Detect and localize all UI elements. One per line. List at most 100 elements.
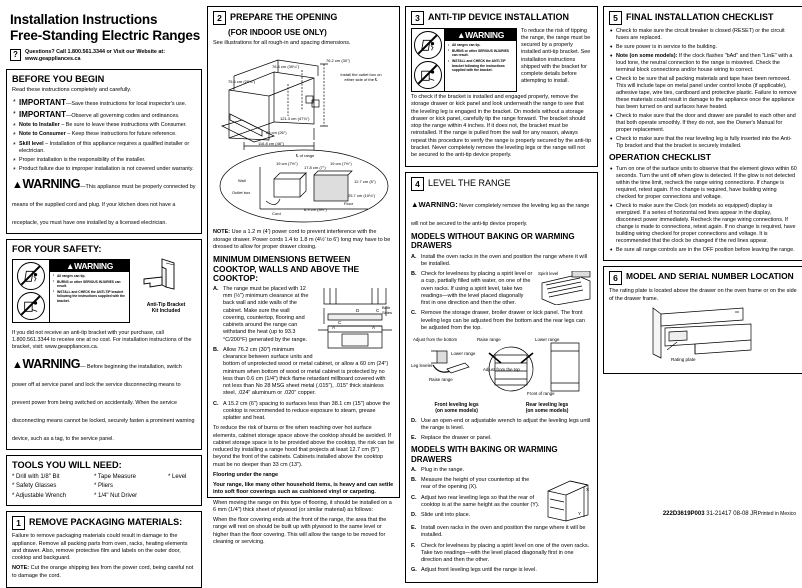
questions-website: www.geappliances.ca	[25, 56, 81, 63]
step-number: 2	[213, 11, 226, 25]
list-item: X Y B.Measure the height of your counter…	[411, 477, 592, 522]
step-title: PREPARE THE OPENING	[230, 12, 338, 22]
warning-text: — Before beginning the installation, swi…	[12, 363, 195, 442]
outlet-detail-diagram: ℄ of range Wall Outlet box Cord Floor 19…	[213, 149, 394, 228]
list-item: Check to make sure that the door and dra…	[609, 112, 797, 134]
centerline-label: ℄ of range	[295, 153, 315, 158]
before-you-begin-box: BEFORE YOU BEGIN Read these instructions…	[6, 69, 202, 234]
footer: 222D3619P003 31-21417 08-08 JRPrinted in…	[663, 511, 796, 517]
list-item: Turn on one of the surface units to obse…	[609, 165, 797, 201]
models-without-heading: MODELS WITHOUT BAKING OR WARMING DRAWERS	[411, 232, 575, 251]
step-4-box: 4 LEVEL THE RANGE ▲WARNING: Never comple…	[405, 172, 598, 583]
step-4-warning: ▲WARNING: Never completely remove the le…	[411, 194, 592, 230]
warning-word: WARNING	[22, 356, 81, 371]
rating-plate-label: Rating plate	[671, 357, 696, 362]
list-item: Check to make sure that the rear levelin…	[609, 135, 797, 150]
rough-in-diagram: 76.2 cm (30") 76.4 cm (30¼") 75.6 cm (29…	[213, 50, 394, 155]
burn-risk-text: To reduce the risk of burns or fire when…	[213, 425, 395, 468]
step-5-heading: 5 FINAL INSTALLATION CHECKLIST	[609, 11, 797, 25]
dim-2: 17.8 cm (7")	[304, 165, 326, 170]
before-you-begin-intro: Read these instructions completely and c…	[12, 87, 132, 94]
list-item: C.Remove the storage drawer, broiler dra…	[411, 310, 585, 331]
before-you-begin-list: IMPORTANT—Save these instructions for lo…	[12, 98, 196, 175]
list-item: Note to Installer – Be sure to leave the…	[12, 122, 196, 131]
anti-tip-intro-text: To reduce the risk of tipping the range,…	[521, 28, 591, 84]
columns-container: Installation Instructions Free-Standing …	[6, 6, 802, 588]
install-outlet-note: Install the outlet box on either side of…	[339, 72, 382, 83]
floor-label: Floor	[344, 201, 354, 206]
warning-triangle-icon: ▲	[12, 178, 23, 191]
list-item: Proper installation is the responsibilit…	[12, 157, 196, 166]
step-title: FINAL INSTALLATION CHECKLIST	[626, 12, 774, 22]
title-line-2: Free-Standing Electric Ranges	[10, 27, 201, 43]
final-checklist: Check to make sure the circuit breaker i…	[609, 27, 797, 150]
lower-range-label-2: Lower range	[535, 337, 560, 342]
outlet-detail-figure: ℄ of range Wall Outlet box Cord Floor 19…	[219, 149, 388, 223]
lower-range-label: Lower range	[451, 351, 476, 356]
safety-bullet: All ranges can tip.	[448, 42, 514, 47]
dim-4: 12.7 cm (5")	[354, 179, 376, 184]
warning-triangle-icon: ▲	[12, 358, 23, 371]
column-4: 5 FINAL INSTALLATION CHECKLIST Check to …	[603, 6, 802, 498]
list-item: Note to Consumer – Keep these instructio…	[12, 131, 196, 140]
list-item: Spirit level B.Check for levelness by pl…	[411, 271, 592, 307]
step-title: MODEL AND SERIAL NUMBER LOCATION	[626, 271, 794, 282]
no-standing-on-door-icon	[414, 61, 442, 89]
tools-list: Drill with 1/8" Bit Safety Glasses Adjus…	[12, 473, 196, 502]
step-1-heading: 1 REMOVE PACKAGING MATERIALS:	[12, 516, 196, 531]
leveling-legs-figure: Adjust from the bottom Lower range Leg l…	[411, 335, 592, 415]
step-3-box: 3 ANTI-TIP DEVICE INSTALLATION	[405, 6, 598, 168]
dim-top-height: 76.2 cm (30")	[326, 58, 351, 63]
list-item: A.Install the oven racks in the oven and…	[411, 253, 588, 267]
questions-line: ? Questions? Call 1.800.561.3344 or Visi…	[10, 48, 202, 64]
step-title: ANTI-TIP DEVICE INSTALLATION	[428, 12, 569, 22]
step-1-note: Cut the orange shipping ties from the po…	[12, 565, 194, 579]
list-item: D.Use an open-end or adjustable wrench t…	[411, 417, 591, 431]
step-number: 1	[12, 516, 25, 531]
fig-label-c2: C	[376, 308, 380, 313]
list-item: G.Adjust front leveling legs until the r…	[411, 567, 537, 574]
step-title: LEVEL THE RANGE	[428, 178, 511, 189]
tool-item: Level	[168, 473, 186, 483]
safety-bullet: INSTALL and CHECK the ANTI-TIP bracket f…	[53, 289, 127, 303]
step-2-note: Use a 1.2 m (4') power cord to prevent i…	[213, 229, 391, 250]
dim-front: 116.8 cm (46")	[258, 141, 284, 146]
fig-label-sides: Both Sides	[382, 305, 393, 315]
warning-text: Never completely remove the leveling leg…	[411, 203, 590, 228]
bracket-caption-1: Anti-Tip Bracket	[146, 301, 186, 308]
safety-bullet: INSTALL and CHECK the ANTI-TIP bracket f…	[448, 59, 514, 72]
warning-word: WARNING	[22, 176, 81, 191]
safety-bullet: BURNS or other SERIOUS INJURIES can resu…	[53, 279, 127, 289]
fig-label-a: A	[332, 325, 336, 330]
flooring-heading: Flooring under the range	[213, 471, 279, 478]
list-item: E.Install oven racks in the oven and pos…	[411, 525, 586, 539]
before-you-begin-heading: BEFORE YOU BEGIN	[12, 74, 105, 85]
list-item: Note (on some models): If the clock flas…	[609, 52, 797, 74]
installation-instructions-page: Installation Instructions Free-Standing …	[0, 0, 802, 519]
dim-3: 19 cm (7½")	[330, 161, 352, 166]
step-number: 6	[609, 271, 622, 286]
tool-item: Safety Glasses	[12, 482, 90, 492]
step-2-heading: 2 PREPARE THE OPENING	[213, 11, 394, 25]
doc-number: 31-21417	[706, 511, 732, 517]
no-bracket-text: If you did not receive an anti-tip brack…	[12, 329, 192, 350]
models-without-list-2: D.Use an open-end or adjustable wrench t…	[411, 418, 592, 443]
step-1-body: Failure to remove packaging materials co…	[12, 533, 188, 562]
tools-heading: TOOLS YOU WILL NEED:	[12, 459, 122, 470]
list-item: IMPORTANT—Save these instructions for lo…	[12, 98, 196, 108]
tool-item: Adjustable Wrench	[12, 492, 90, 502]
list-item: A.Plug in the range.	[411, 466, 465, 473]
safety-label-title: WARNING	[74, 260, 114, 271]
adjust-bottom-label: Adjust from the bottom	[413, 337, 458, 342]
initials: JR	[750, 511, 758, 517]
rear-legs-caption: Rear leveling legs	[525, 402, 569, 409]
step-6-heading: 6 MODEL AND SERIAL NUMBER LOCATION	[609, 271, 797, 286]
list-item: F.Check for levelness by placing a spiri…	[411, 542, 590, 564]
anti-tip-warning-label: ▲WARNING All ranges can tip. BURNS or ot…	[411, 28, 517, 92]
no-tipping-range-icon	[17, 261, 45, 290]
step-number: 5	[609, 11, 622, 25]
tool-item: Pliers	[94, 482, 164, 492]
cord-label: Cord	[272, 211, 281, 216]
list-item: C.Adjust two rear leveling legs so that …	[411, 494, 540, 508]
list-item: Check to be sure that all packing materi…	[609, 75, 797, 111]
